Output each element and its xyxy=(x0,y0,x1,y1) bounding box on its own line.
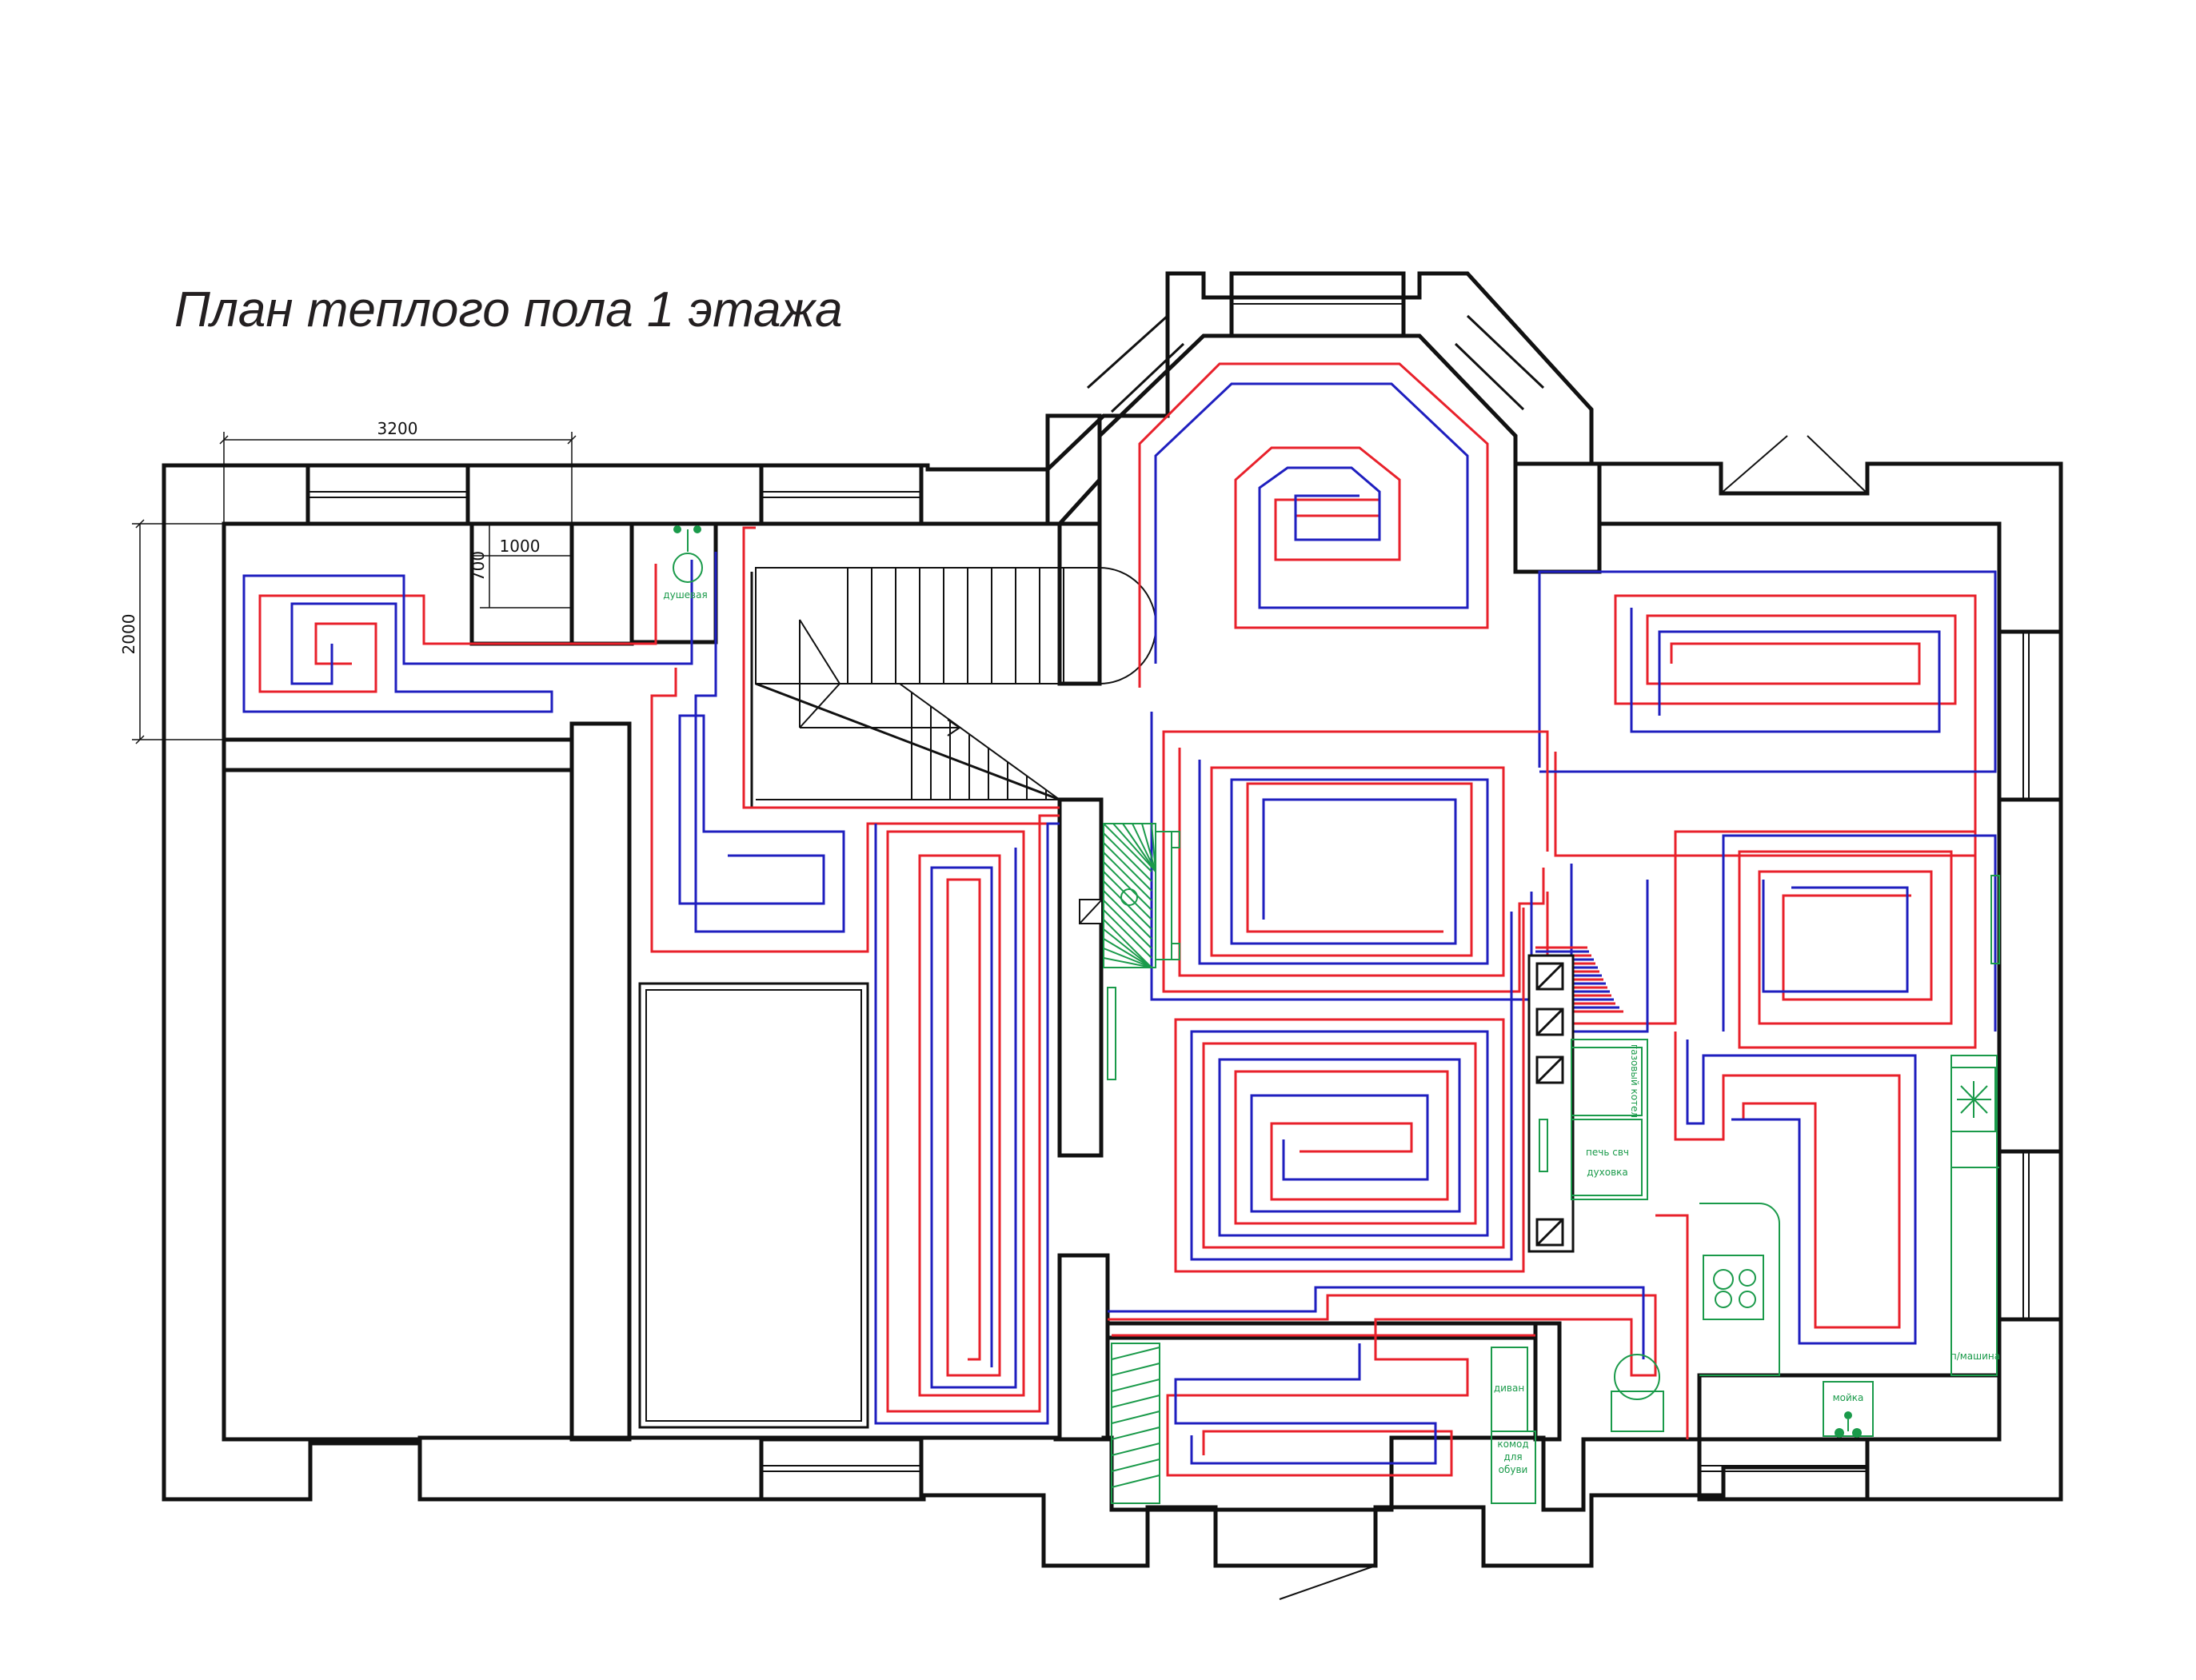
toilet xyxy=(1611,1391,1664,1432)
inner-wall-outline xyxy=(222,333,2002,1512)
wall-mid-lower xyxy=(1057,1253,1110,1442)
dim-height-label: 2000 xyxy=(119,614,138,655)
dim-width-label: 3200 xyxy=(377,419,418,438)
loop-bay-red xyxy=(1138,362,1489,688)
loop-right-top-blue xyxy=(1538,570,1997,773)
wall-right-room-div xyxy=(1697,1373,2002,1442)
loop-top-left-red xyxy=(258,564,657,693)
riser-box xyxy=(1079,899,1103,924)
sink-label: мойка xyxy=(1833,1392,1864,1403)
tv-panel-left xyxy=(1107,987,1116,1080)
loop-bottom-feed-red xyxy=(1112,1214,1689,1439)
loop-hall-bottom-blue xyxy=(1108,1286,1645,1465)
window-right-top xyxy=(1997,629,2063,802)
tv-panel-right xyxy=(1990,875,2000,964)
entrance-door xyxy=(1279,1565,1376,1600)
loop-bath-blue xyxy=(874,822,1060,1425)
wall-mid-vertical xyxy=(1057,797,1104,1158)
wall-bay-right xyxy=(1513,461,1602,574)
plan-title: План теплого пола 1 этажа xyxy=(174,282,843,337)
loop-top-left-blue xyxy=(242,560,693,713)
wall-left-room-div xyxy=(569,721,632,1442)
wall-bay-left xyxy=(1045,413,1102,526)
loop-corridor-blue xyxy=(678,552,845,933)
loop-center-mid-blue xyxy=(1190,912,1513,1261)
wall-niche xyxy=(569,521,634,646)
manifold-collector xyxy=(1527,954,1575,1253)
sofa-label: диван xyxy=(1494,1383,1524,1394)
dim-niche-width-label: 1000 xyxy=(500,537,541,556)
window-right-bottom xyxy=(1997,1149,2063,1322)
washer-label: п/машина xyxy=(1950,1351,2000,1362)
shoe-chest xyxy=(1491,1431,1536,1504)
stair-treads xyxy=(847,568,1064,800)
loop-corridor-red xyxy=(650,526,1060,953)
oven-label-line1: печь свч xyxy=(1586,1147,1629,1158)
loop-center-upper-red xyxy=(1162,730,1549,993)
loop-right-top-red xyxy=(1554,594,1977,857)
wall-bath-right xyxy=(1533,1321,1562,1442)
loop-right-mid-red xyxy=(1546,830,1977,1049)
shoe-label-line2: для xyxy=(1503,1451,1522,1463)
loop-bay-blue xyxy=(1154,382,1469,664)
window-top-left xyxy=(305,463,470,526)
fridge xyxy=(1950,1067,1996,1132)
kitchen-cabinet-right xyxy=(1950,1055,1998,1376)
loop-hall-bottom-red xyxy=(1108,1294,1657,1477)
loop-kitchen-blue xyxy=(1686,1040,1917,1345)
shower-head-icon xyxy=(673,553,703,583)
wall-stair-top xyxy=(1057,521,1102,686)
wall-corridor-top xyxy=(222,737,574,772)
window-top-mid xyxy=(759,463,924,526)
outer-wall-outline xyxy=(162,271,2063,1568)
loop-center-mid-red xyxy=(1174,908,1525,1273)
loop-kitchen-red xyxy=(1674,1032,1901,1329)
furniture xyxy=(673,525,2000,1504)
shoe-label-line1: комод xyxy=(1497,1439,1528,1450)
heating-loops xyxy=(242,362,1997,1477)
cooktop xyxy=(1703,1255,1764,1320)
bathtub xyxy=(638,982,869,1429)
window-bottom-left xyxy=(759,1437,924,1502)
boiler-label: газовый котел xyxy=(1629,1044,1640,1118)
shower-label: душевая xyxy=(663,589,707,601)
wall-shower xyxy=(629,521,718,644)
shoe-label-line3: обуви xyxy=(1499,1464,1528,1475)
staircase xyxy=(755,567,1157,801)
loop-bath-red xyxy=(886,814,1060,1413)
dimensions xyxy=(132,432,577,744)
sink-unit xyxy=(1823,1381,1874,1437)
oven-label-line2: духовка xyxy=(1587,1167,1628,1178)
porch-steps xyxy=(1111,1343,1160,1504)
dim-niche-depth-label: 700 xyxy=(469,551,488,581)
walls xyxy=(162,271,2063,1600)
